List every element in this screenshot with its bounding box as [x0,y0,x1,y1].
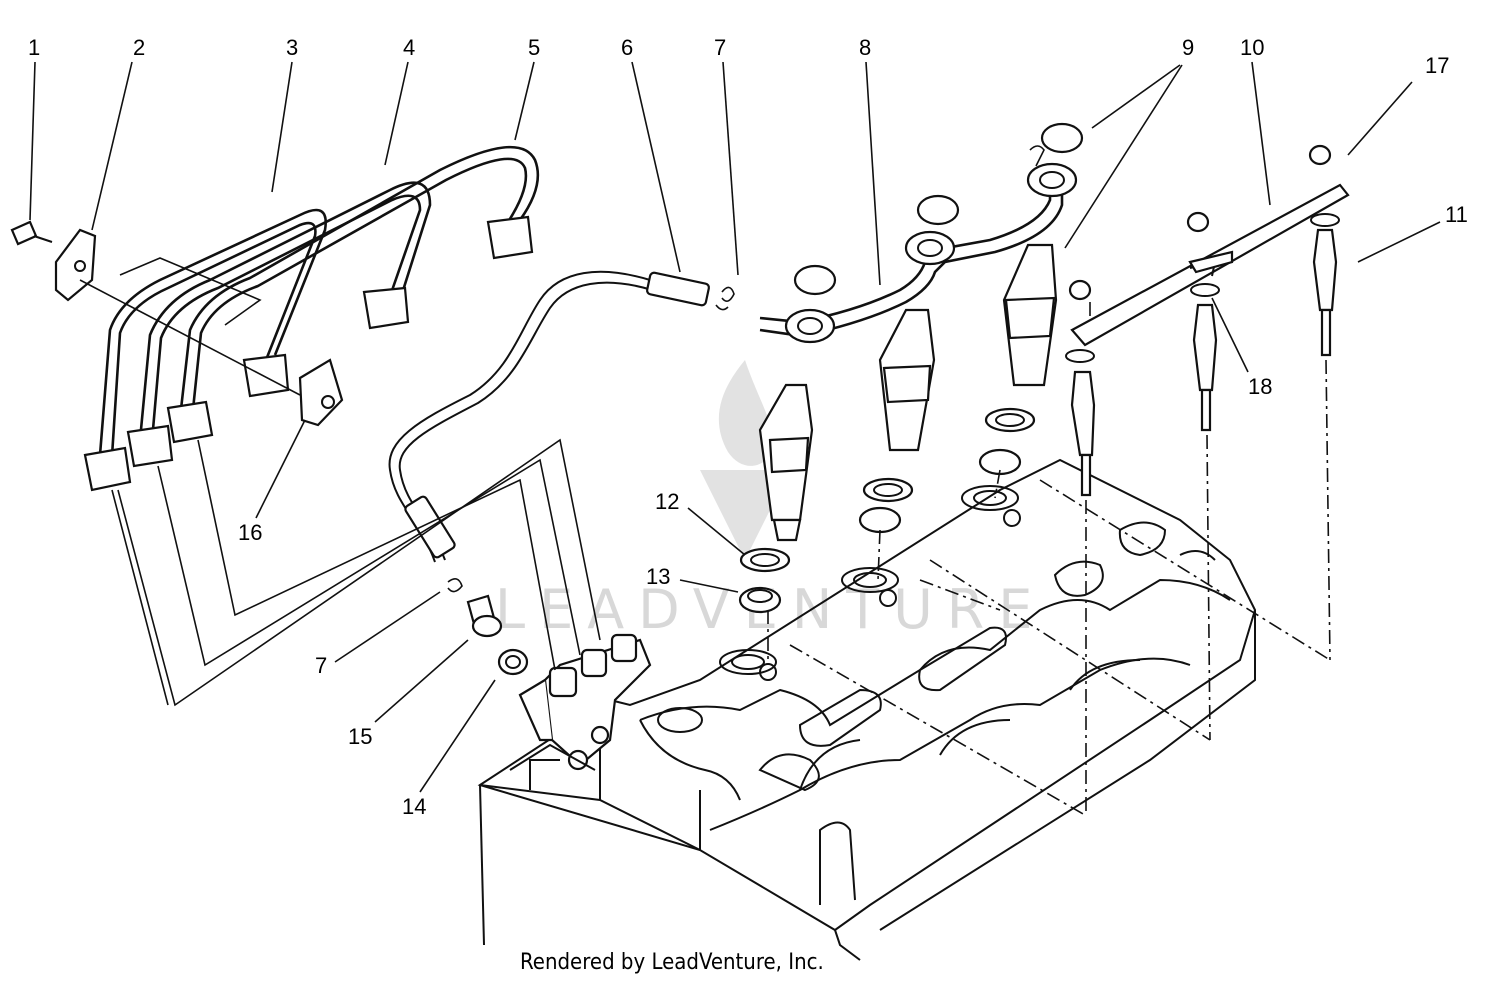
callout-14: 14 [402,794,426,819]
callout-13: 13 [646,564,670,589]
callout-12: 12 [655,489,679,514]
callout-2: 2 [133,35,145,60]
injection-pump-block [509,633,652,771]
callout-7a: 7 [714,35,726,60]
callout-17: 17 [1425,53,1449,78]
watermark-flame-logo [700,360,790,560]
footer-credit: Rendered by LeadVenture, Inc. [520,950,824,975]
glow-plugs [1065,144,1350,815]
injection-pipes [83,145,601,707]
callout-11: 11 [1445,202,1468,227]
pipe-clamps [10,220,344,427]
callout-18: 18 [1248,374,1272,399]
callout-6: 6 [621,35,633,60]
callout-9: 9 [1182,35,1194,60]
cylinder-head [477,458,1331,961]
callout-3: 3 [286,35,298,60]
callout-4: 4 [403,35,415,60]
callout-15: 15 [348,724,372,749]
callout-1: 1 [28,35,40,60]
callout-16: 16 [238,520,262,545]
callout-5: 5 [528,35,540,60]
callout-7b: 7 [315,653,327,678]
callout-leaders [29,61,1441,793]
callout-8: 8 [859,35,871,60]
callout-10: 10 [1240,35,1264,60]
callout-labels: 1 2 3 4 5 6 7 8 9 10 17 11 18 16 12 13 7… [28,35,1468,819]
injectors [738,122,1084,660]
